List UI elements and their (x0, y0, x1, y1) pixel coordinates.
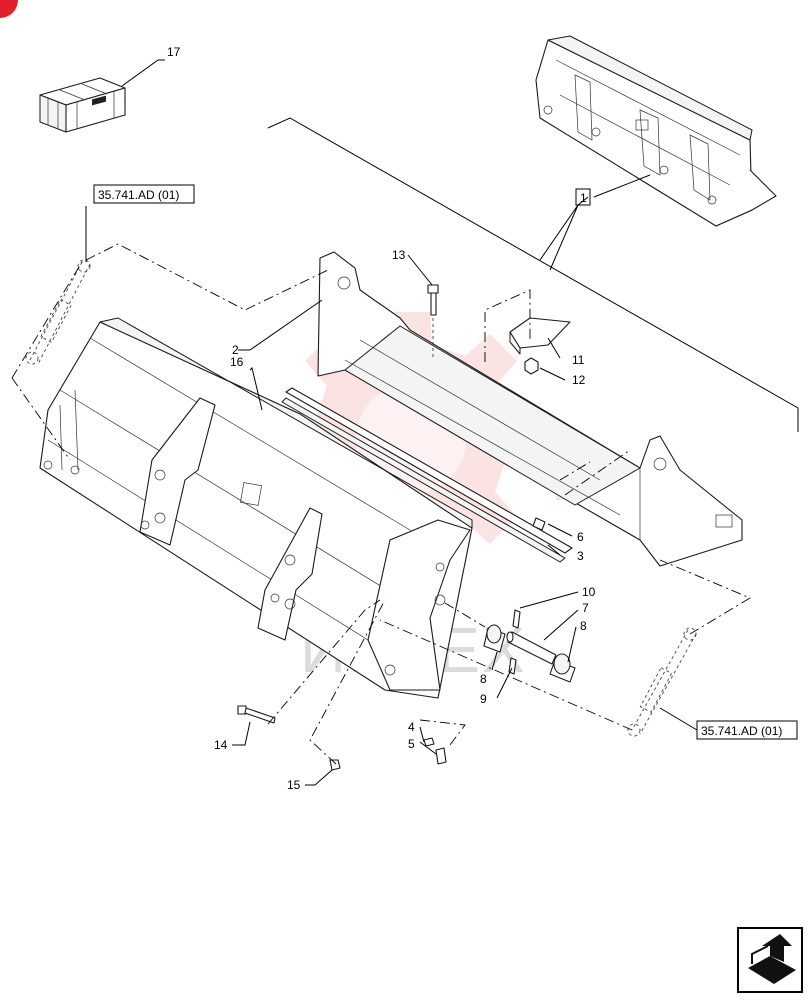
reference-box-top[interactable]: 35.741.AD (01) (93, 184, 195, 204)
reference-box-bottom[interactable]: 35.741.AD (01) (696, 720, 798, 740)
callout-5[interactable]: 5 (408, 737, 415, 751)
bolt-6-part (532, 517, 546, 531)
nut-15-part (329, 759, 341, 771)
bushing-8b-part (549, 653, 576, 683)
nut-12-part (524, 357, 539, 375)
callout-11[interactable]: 11 (572, 353, 585, 367)
tooth-11-part (509, 317, 571, 355)
rear-frame-part (317, 251, 743, 567)
callout-4[interactable]: 4 (408, 720, 415, 734)
cutting-edge-part (281, 387, 573, 563)
corner-marker-icon (0, 0, 18, 18)
callout-17[interactable]: 17 (167, 45, 181, 59)
reference-label-bottom: 35.741.AD (01) (701, 724, 782, 738)
callout-1[interactable]: 1 (580, 191, 587, 205)
bucket-body-part (39, 317, 473, 699)
callout-1-box (575, 188, 591, 206)
next-page-arrow-icon[interactable] (737, 927, 803, 993)
callout-9[interactable]: 9 (480, 692, 487, 706)
callout-3[interactable]: 3 (577, 549, 584, 563)
callout-8-right[interactable]: 8 (580, 619, 587, 633)
callout-10[interactable]: 10 (582, 585, 596, 599)
callout-14[interactable]: 14 (214, 738, 228, 752)
cylinder-left-part (25, 259, 91, 365)
bushing-8a-part (483, 624, 506, 653)
callout-7[interactable]: 7 (582, 601, 589, 615)
pin-7-part (506, 631, 557, 665)
callout-6[interactable]: 6 (577, 530, 584, 544)
crate-part (39, 77, 126, 133)
reference-label-top: 35.741.AD (01) (98, 188, 179, 202)
callout-2[interactable]: 2 (232, 343, 239, 357)
cylinder-right-part (627, 627, 697, 737)
callout-13[interactable]: 13 (392, 248, 406, 262)
washer-4-part (423, 737, 435, 747)
callout-15[interactable]: 15 (287, 778, 301, 792)
callout-8-left[interactable]: 8 (480, 672, 487, 686)
bucket-assembly-part (535, 35, 777, 227)
bolt-13-part (427, 284, 439, 316)
screw-10-part (512, 609, 521, 629)
callout-16[interactable]: 16 (230, 355, 244, 369)
bolt-14-part (237, 705, 276, 724)
callout-12[interactable]: 12 (572, 373, 586, 387)
bolt-5-part (435, 747, 447, 765)
